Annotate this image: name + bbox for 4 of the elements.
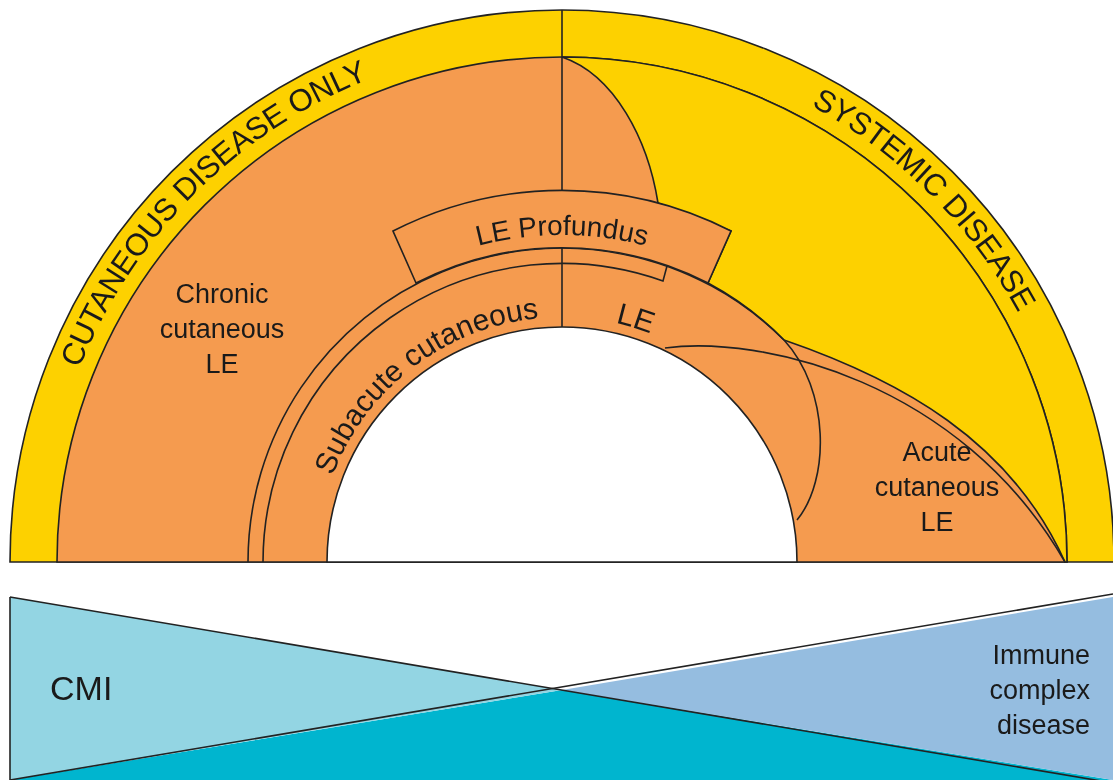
region-label: LE: [613, 296, 660, 340]
region-label: Acute cutaneous LE: [867, 435, 1007, 541]
region-label: LE Profundus: [472, 209, 652, 252]
region-label: CMI: [50, 666, 170, 711]
